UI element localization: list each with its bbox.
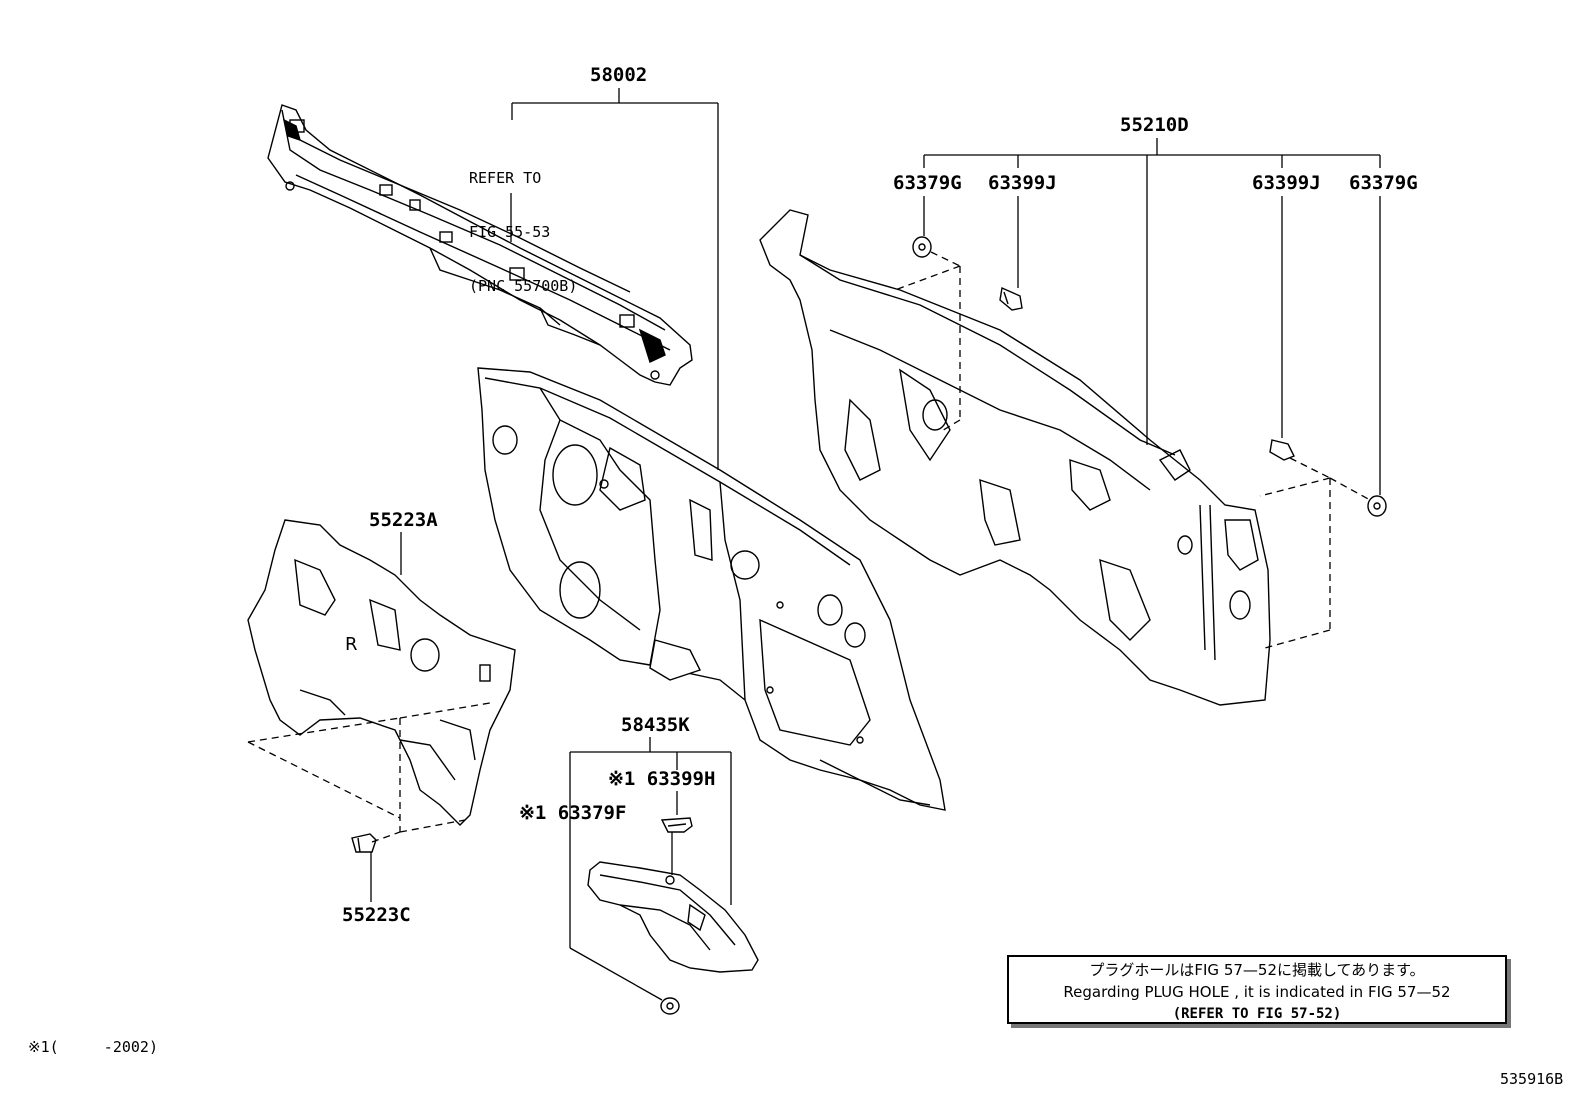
part-label-63379G-left: 63379G bbox=[893, 172, 962, 194]
svg-text:R: R bbox=[345, 634, 358, 655]
part-label-63399H: ※1 63399H bbox=[608, 768, 716, 790]
part-label-55210D: 55210D bbox=[1120, 114, 1189, 136]
refer-line-3: (PNC 55700B) bbox=[469, 277, 578, 295]
plug-hole-note: プラグホールはFIG 57—52に掲載してあります。 Regarding PLU… bbox=[1007, 955, 1507, 1024]
part-label-58435K: 58435K bbox=[621, 714, 690, 736]
clip-63399H bbox=[660, 817, 693, 833]
clip-63399J-right bbox=[1269, 439, 1295, 461]
washer-63379G-right bbox=[1367, 495, 1387, 517]
washer-63379F bbox=[660, 997, 680, 1015]
clip-63399J-left bbox=[999, 286, 1023, 311]
refer-line-1: REFER TO bbox=[469, 169, 542, 187]
leader-lines bbox=[370, 88, 1381, 1001]
refer-line-2: FIG 55-53 bbox=[469, 223, 551, 241]
cowl-top-panel bbox=[267, 104, 693, 386]
dash-insulator-pad bbox=[759, 209, 1271, 706]
part-label-63399J-left: 63399J bbox=[988, 172, 1057, 194]
note-japanese: プラグホールはFIG 57—52に掲載してあります。 bbox=[1089, 961, 1425, 979]
footnote: ※1( -2002) bbox=[28, 1038, 158, 1056]
part-label-58002: 58002 bbox=[590, 64, 648, 86]
silencer-55223A: R bbox=[247, 519, 516, 826]
part-label-55223C: 55223C bbox=[342, 904, 411, 926]
bracket-58435K bbox=[587, 861, 759, 973]
note-refer: (REFER TO FIG 57-52) bbox=[1172, 1006, 1342, 1022]
dash-panel bbox=[477, 367, 946, 811]
note-english: Regarding PLUG HOLE , it is indicated in… bbox=[1063, 983, 1451, 1001]
part-label-63379F: ※1 63379F bbox=[519, 802, 627, 824]
washer-63379G-left bbox=[912, 236, 932, 258]
part-label-63379G-right: 63379G bbox=[1349, 172, 1418, 194]
figure-id: 535916B bbox=[1500, 1070, 1564, 1088]
dashed-lines bbox=[247, 251, 1371, 843]
part-label-63399J-right: 63399J bbox=[1252, 172, 1321, 194]
part-label-55223A: 55223A bbox=[369, 509, 438, 531]
clip-55223C bbox=[351, 833, 377, 853]
refer-to-note: REFER TO FIG 55-53 (PNC 55700B) bbox=[469, 133, 577, 313]
